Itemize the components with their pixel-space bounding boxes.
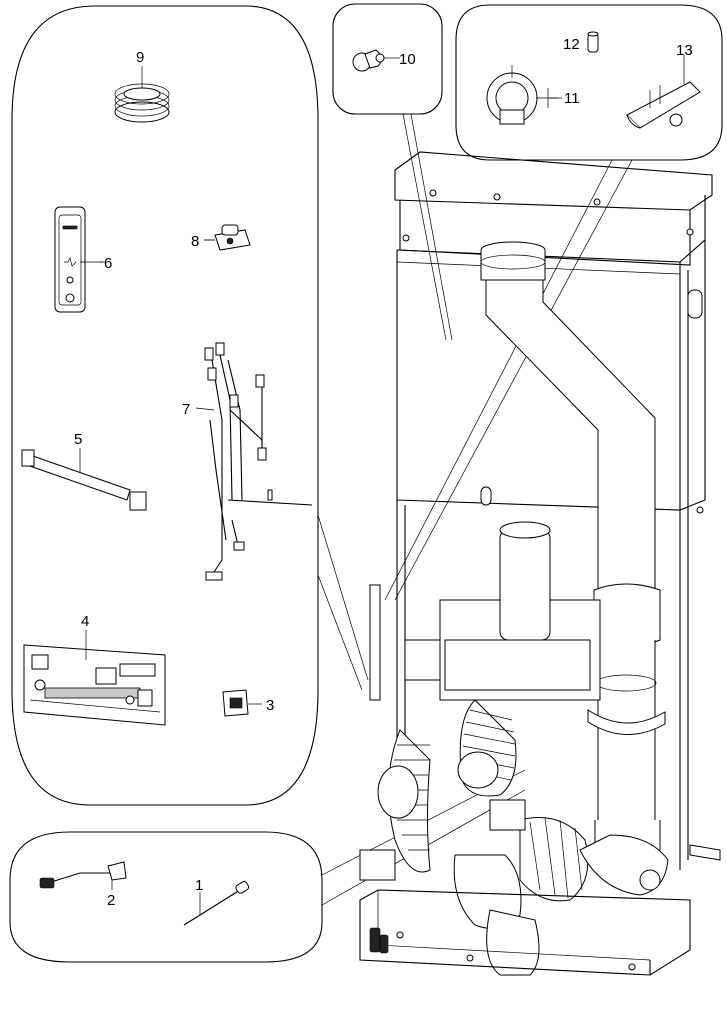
part-label-leaders: [100, 57, 562, 263]
part-label-5: 5: [74, 431, 82, 448]
heat-exchanger: [369, 521, 601, 701]
callout-panel-left: [11, 5, 319, 806]
part-label-7: 7: [182, 401, 190, 418]
part-label-1: 1: [195, 877, 203, 894]
part-1-probe: [183, 881, 250, 926]
part-label-6: 6: [104, 255, 112, 272]
part-label-4: 4: [81, 613, 89, 630]
part-6-control-panel: [54, 206, 103, 313]
part-label-2: 2: [107, 892, 115, 909]
callout-panel-bottom: [9, 831, 323, 963]
base-frame: [359, 844, 721, 976]
pump-and-valves: [359, 751, 669, 976]
part-10-sensor: [352, 49, 396, 72]
callout-panel-top-middle: [332, 3, 443, 115]
part-5-ribbon-cable: [21, 448, 147, 511]
part-8-clip: [205, 224, 251, 251]
part-number-labels: 9 10 12 13 11 8 6 7 5 4 3 2 1: [74, 36, 693, 909]
part-11-fan-unit: [486, 65, 558, 125]
part-12-pipe: [587, 31, 599, 53]
part-label-8: 8: [191, 233, 199, 250]
part-label-13: 13: [676, 42, 693, 59]
part-2-sensor-cable: [39, 861, 127, 890]
part-7-wiring-harness: [195, 342, 313, 581]
corrugated-hoses: [388, 699, 589, 929]
part-13-electrode: [626, 55, 701, 129]
part-4-pcb: [23, 630, 166, 726]
part-label-12: 12: [563, 36, 580, 53]
part-label-3: 3: [266, 697, 274, 714]
part-9-coil: [114, 66, 170, 123]
part-label-10: 10: [399, 51, 416, 68]
callout-panel-top-right: [455, 4, 723, 161]
part-3-sensor: [222, 689, 262, 717]
part-label-9: 9: [136, 49, 144, 66]
part-label-11: 11: [564, 90, 580, 107]
